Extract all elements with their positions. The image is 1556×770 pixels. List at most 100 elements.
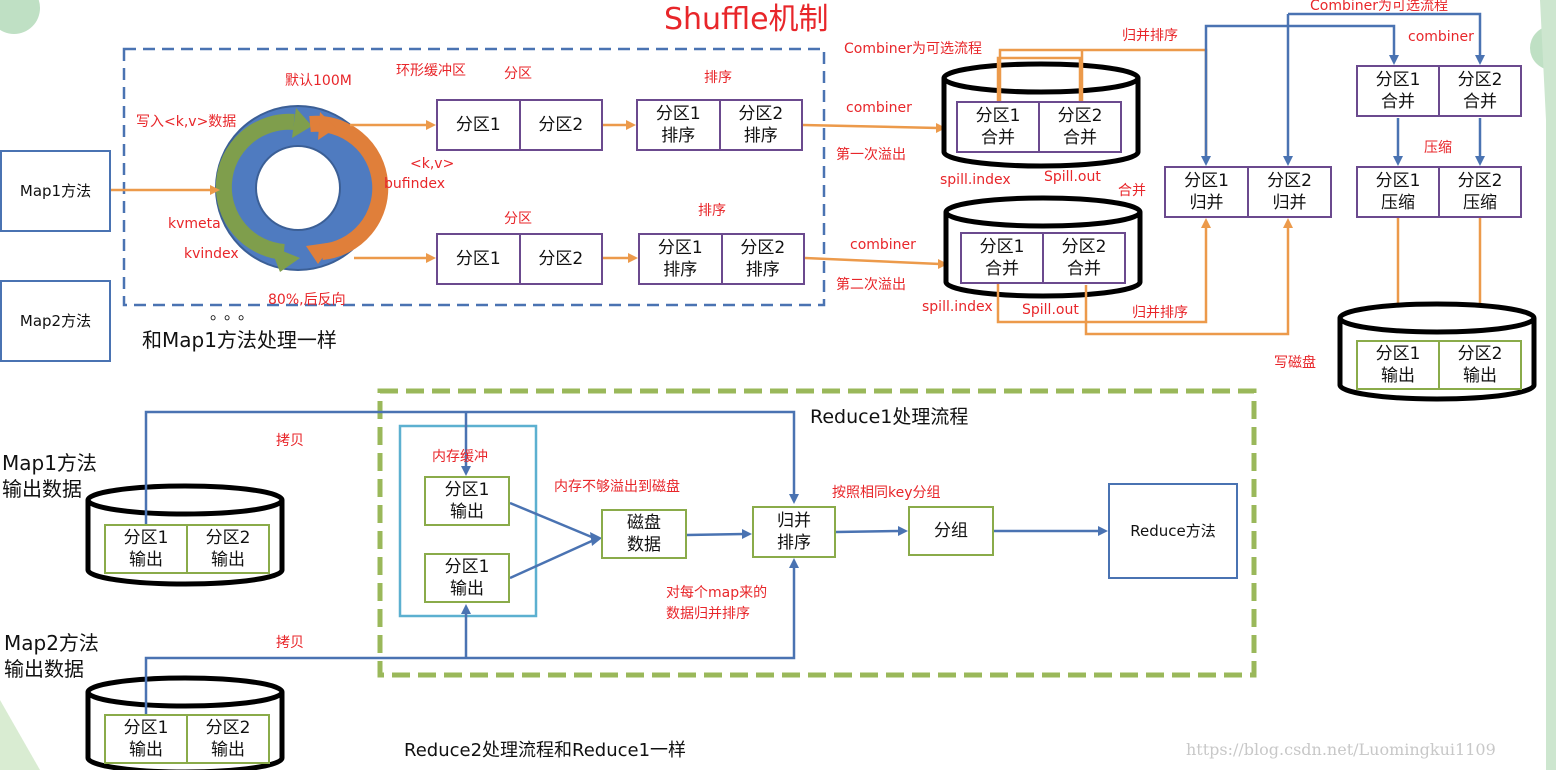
ring-buffer-hole [255, 145, 341, 231]
arrow-head [1283, 218, 1293, 228]
spill-index-label-2: spill.index [922, 299, 993, 315]
sort-2-cell: 分区2 排序 [718, 101, 802, 149]
arrow-head [789, 558, 799, 568]
map1-disk-part2-cell: 分区2 输出 [186, 526, 268, 572]
partition-box-top: 分区1 分区2 [436, 99, 603, 151]
merge-boxes: 分区1 归并 分区2 归并 [1164, 166, 1332, 218]
combiner-label-bottom: combiner [850, 237, 916, 253]
disk-data-box: 磁盘 数据 [601, 509, 687, 559]
ring-arrow-green-head [292, 108, 312, 138]
spill-disk-1-content: 分区1 合并 分区2 合并 [956, 101, 1122, 153]
arrow-head [426, 120, 436, 130]
sort-box-top: 分区1 排序 分区2 排序 [636, 99, 803, 151]
map2-output-label: Map2方法 输出数据 [4, 631, 99, 681]
combined-part2-cell: 分区2 合并 [1438, 67, 1520, 115]
map2-method-box[interactable]: Map2方法 [0, 280, 111, 362]
output-part1-cell: 分区1 输出 [1375, 344, 1421, 386]
compress-label: 压缩 [1424, 140, 1452, 156]
arrow-sort-spill2 [804, 256, 941, 266]
arrow-sort-spill1 [802, 123, 939, 130]
decor-circle-topleft [0, 0, 40, 34]
arrow-head [1201, 218, 1211, 228]
map1-method-box[interactable]: Map1方法 [0, 150, 111, 232]
ring-arrow-orange-head2 [306, 242, 334, 264]
arrow-head [938, 259, 948, 269]
decor-edge-bottomleft [0, 700, 40, 770]
merge-label: 合并 [1118, 183, 1146, 199]
first-spill-label: 第一次溢出 [836, 147, 906, 163]
page-title: Shuffle机制 [664, 2, 829, 37]
output-part2-cell: 分区2 输出 [1438, 342, 1520, 388]
map2-disk-content: 分区1 输出 分区2 输出 [104, 714, 270, 764]
map2-disk-part2-cell: 分区2 输出 [186, 716, 268, 762]
line-copy1 [144, 410, 796, 524]
arrow-mem1-disk [509, 501, 595, 540]
arrow-head [898, 526, 908, 536]
spill2-part2-cell: 分区2 合并 [1042, 234, 1124, 282]
sort-box-bottom: 分区1 排序 分区2 排序 [638, 233, 805, 285]
partition-2-cell: 分区2 [518, 235, 602, 283]
watermark: https://blog.csdn.net/Luomingkui1109 [1186, 740, 1496, 759]
group-by-key-label: 按照相同key分组 [832, 485, 941, 501]
line-blue-combine2 [1288, 12, 1482, 57]
spill1-part2-cell: 分区2 合并 [1038, 103, 1120, 151]
map1-output-label: Map1方法 输出数据 [2, 451, 97, 501]
ring-arrow-orange-head [318, 112, 336, 140]
write-kv-label: 写入<k,v>数据 [136, 114, 237, 130]
arrow-merge-group [835, 529, 901, 534]
arrow-head [1393, 156, 1403, 166]
arrow-head [1475, 55, 1485, 65]
map1-disk-content: 分区1 输出 分区2 输出 [104, 524, 270, 574]
group-box: 分组 [908, 506, 994, 556]
sort-1-cell: 分区1 排序 [655, 104, 701, 146]
merge-note-label: 对每个map来的 数据归并排序 [666, 585, 768, 622]
reduce1-region [377, 388, 1257, 678]
merge-part1-cell: 分区1 归并 [1184, 171, 1229, 213]
line-combiner-optional [996, 56, 1082, 101]
map2-same-note: 和Map1方法处理一样 [142, 328, 337, 352]
arrow-head [590, 532, 602, 546]
merge-sort-box: 归并 排序 [752, 506, 836, 558]
spill-disk-1-top [941, 61, 1141, 95]
arrow-head [626, 120, 636, 130]
arrow-mem2-disk [509, 538, 595, 580]
combined-boxes: 分区1 合并 分区2 合并 [1356, 65, 1522, 117]
decor-edge-right [1540, 0, 1556, 770]
partition-2-cell: 分区2 [518, 101, 602, 149]
merge-sort-label-bottom: 归并排序 [1132, 305, 1188, 321]
spill1-part1-cell: 分区1 合并 [975, 106, 1021, 148]
arrow-head [426, 253, 436, 263]
arrow-head [461, 466, 471, 476]
reduce1-title: Reduce1处理流程 [810, 406, 969, 428]
reduce-method-box[interactable]: Reduce方法 [1108, 483, 1238, 579]
map2-output-disk-top [85, 675, 285, 709]
memory-output-2-box: 分区1 输出 [424, 553, 510, 603]
partition-label-top: 分区 [504, 66, 532, 82]
spill-to-disk-label: 内存不够溢出到磁盘 [554, 479, 680, 495]
arrow-head [742, 529, 752, 539]
reduce2-note: Reduce2处理流程和Reduce1一样 [404, 740, 687, 761]
ring-arrow-orange [309, 115, 389, 260]
bufindex-label: bufindex [384, 176, 445, 192]
ellipsis-dots: 。。。 [210, 304, 261, 323]
kv-label: <k,v> [410, 156, 455, 172]
combined-part1-cell: 分区1 合并 [1375, 70, 1421, 112]
memory-buffer-box [398, 424, 538, 618]
output-disk-top [1337, 301, 1537, 335]
partition-1-cell: 分区1 [455, 249, 501, 269]
combiner-optional-label: Combiner为可选流程 [844, 41, 982, 57]
spill-index-label-1: spill.index [940, 172, 1011, 188]
partition-1-cell: 分区1 [455, 115, 501, 135]
arrow-head [1283, 156, 1293, 166]
partition-box-bottom: 分区1 分区2 [436, 233, 603, 285]
sort-label-top: 排序 [704, 70, 732, 86]
arrow-head [210, 185, 220, 195]
ring-buffer-label: 环形缓冲区 [396, 63, 466, 79]
arrow-head [1475, 156, 1485, 166]
compressed-boxes: 分区1 压缩 分区2 压缩 [1356, 166, 1522, 218]
spill-out-label-1: Spill.out [1044, 169, 1101, 185]
line-hidden [1080, 46, 1200, 58]
arrow-head [1098, 526, 1108, 536]
memory-output-1-box: 分区1 输出 [424, 476, 510, 526]
combiner-small-label: combiner [1408, 29, 1474, 45]
